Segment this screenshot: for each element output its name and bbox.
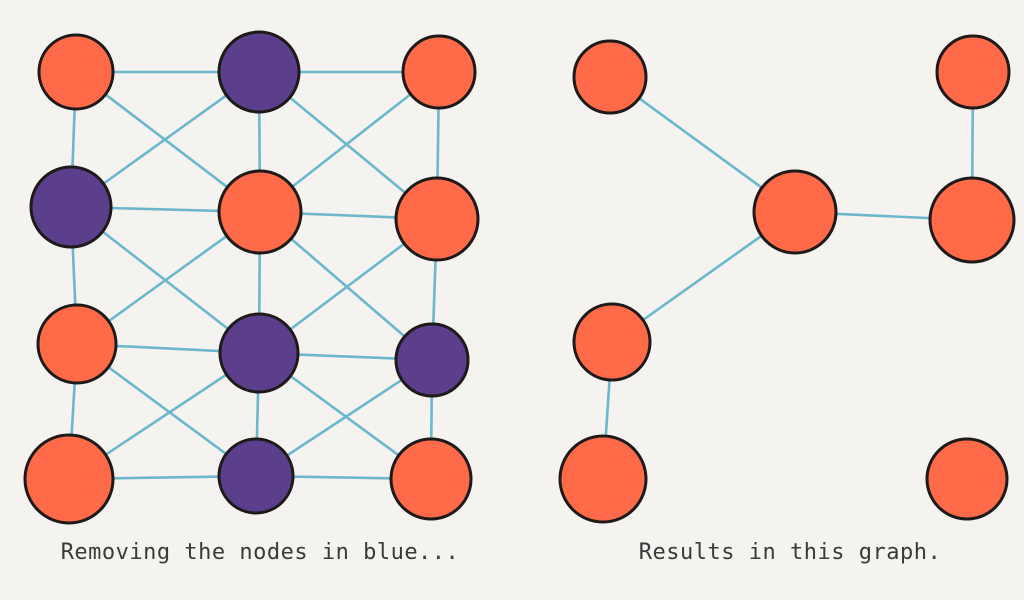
removed-node-c2 — [218, 312, 300, 394]
node-b3 — [394, 176, 480, 262]
node-c1 — [36, 303, 118, 385]
caption-before: Removing the nodes in blue... — [60, 540, 460, 565]
removed-node-d2 — [217, 437, 295, 515]
node-d3 — [389, 437, 473, 521]
node-a1 — [37, 33, 115, 111]
removed-node-b1 — [29, 165, 113, 249]
node-d3 — [925, 437, 1009, 521]
edges — [601, 70, 975, 481]
node-a3 — [401, 34, 477, 110]
nodes — [558, 34, 1016, 524]
node-a3 — [935, 34, 1011, 110]
node-b2 — [752, 169, 838, 255]
removed-node-c3 — [394, 322, 470, 398]
node-a1 — [572, 39, 648, 115]
node-d1 — [558, 434, 648, 524]
node-b3 — [928, 176, 1016, 264]
caption-after: Results in this graph. — [638, 540, 942, 565]
node-c1 — [572, 302, 652, 382]
node-b2 — [217, 169, 303, 255]
removed-node-a2 — [217, 30, 301, 114]
node-d1 — [23, 433, 115, 525]
nodes — [23, 30, 480, 525]
